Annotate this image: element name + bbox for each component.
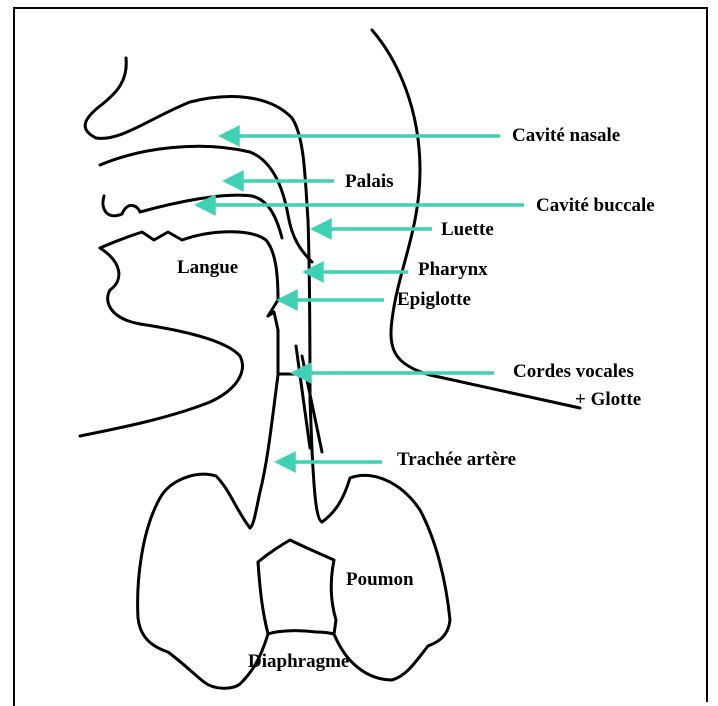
arrowhead-luette [314, 221, 330, 237]
label-epiglotte: Epiglotte [397, 290, 471, 309]
anatomy-outline [80, 30, 580, 688]
arrowhead-trachee [278, 454, 294, 470]
nose-outline [85, 58, 308, 220]
label-luette: Luette [441, 220, 494, 239]
label-cordes-vocales: Cordes vocales [513, 362, 634, 381]
figure-frame [14, 8, 707, 706]
label-cavite-nasale: Cavité nasale [512, 126, 620, 145]
epiglottis-shape [268, 300, 278, 375]
trachea-anterior-wall [250, 375, 278, 528]
label-poumon: Poumon [346, 570, 414, 589]
arrowhead-cavite-nasale [222, 128, 238, 144]
label-pharynx: Pharynx [418, 260, 488, 279]
heart-outline [258, 540, 336, 634]
palate-line [103, 195, 282, 238]
label-langue: Langue [177, 258, 238, 277]
label-trachee: Trachée artère [397, 450, 516, 469]
label-diaphragme: Diaphragme [248, 652, 349, 671]
label-glotte: + Glotte [575, 390, 641, 409]
arrowhead-palais [226, 173, 242, 189]
label-cavite-buccale: Cavité buccale [536, 196, 655, 215]
arrowhead-epiglotte [280, 292, 296, 308]
label-palais: Palais [345, 172, 394, 191]
arrowhead-cordes-vocales [294, 365, 310, 381]
